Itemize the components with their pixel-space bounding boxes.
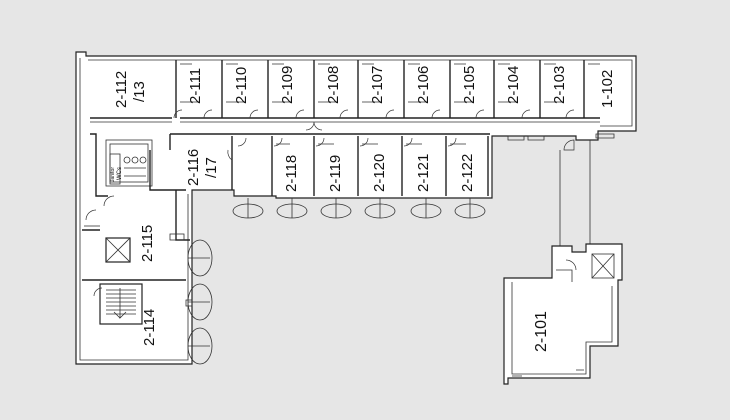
room-label-2-103: 2-103	[551, 66, 568, 104]
top-row-partitions	[175, 60, 600, 118]
room-label-2-109: 2-109	[279, 66, 296, 104]
wc-block: WCs Janitor	[105, 139, 153, 187]
room-label-2-114: 2-114	[141, 309, 158, 346]
wcs-label: WCs	[117, 167, 123, 180]
east-building-outline	[503, 243, 623, 385]
room-label-2-107: 2-107	[369, 66, 386, 104]
top-row-doors	[173, 109, 575, 119]
room-label-2-116: 2-116	[185, 149, 202, 186]
corridor-bottom-wall	[90, 133, 490, 197]
main-building: WCs Janitor	[75, 51, 637, 365]
east-building	[503, 243, 623, 385]
room-label-2-101: 2-101	[533, 311, 550, 352]
room-label-2-121: 2-121	[415, 154, 432, 192]
building-outline	[75, 51, 637, 365]
lower-row-partitions	[231, 136, 489, 196]
room-label-2-108: 2-108	[325, 66, 342, 104]
room-labels: 2-112 /13 2-111 2-110 2-109 2-108 2-107 …	[113, 66, 616, 352]
room-label-2-112-13: /13	[131, 81, 148, 102]
room-label-2-119: 2-119	[327, 155, 344, 192]
room-label-2-110: 2-110	[233, 67, 250, 104]
room-label-2-116-17: /17	[203, 157, 220, 178]
room-label-1-102: 1-102	[599, 70, 616, 108]
room-label-2-106: 2-106	[415, 66, 432, 104]
walkway	[559, 140, 591, 250]
room-label-2-104: 2-104	[505, 66, 522, 104]
room-label-2-105: 2-105	[461, 66, 478, 104]
left-ellipses	[187, 239, 213, 365]
room-label-2-115: 2-115	[139, 225, 156, 262]
janitor-label: Janitor	[110, 167, 116, 182]
room-label-2-112: 2-112	[113, 71, 130, 108]
lower-row-ellipses	[232, 198, 486, 219]
room-label-2-118: 2-118	[283, 155, 300, 192]
lower-row-doors	[237, 137, 457, 147]
room-label-2-122: 2-122	[459, 154, 476, 192]
left-wing	[82, 195, 193, 325]
room-label-2-111: 2-111	[187, 68, 204, 104]
room-label-2-120: 2-120	[371, 154, 388, 192]
